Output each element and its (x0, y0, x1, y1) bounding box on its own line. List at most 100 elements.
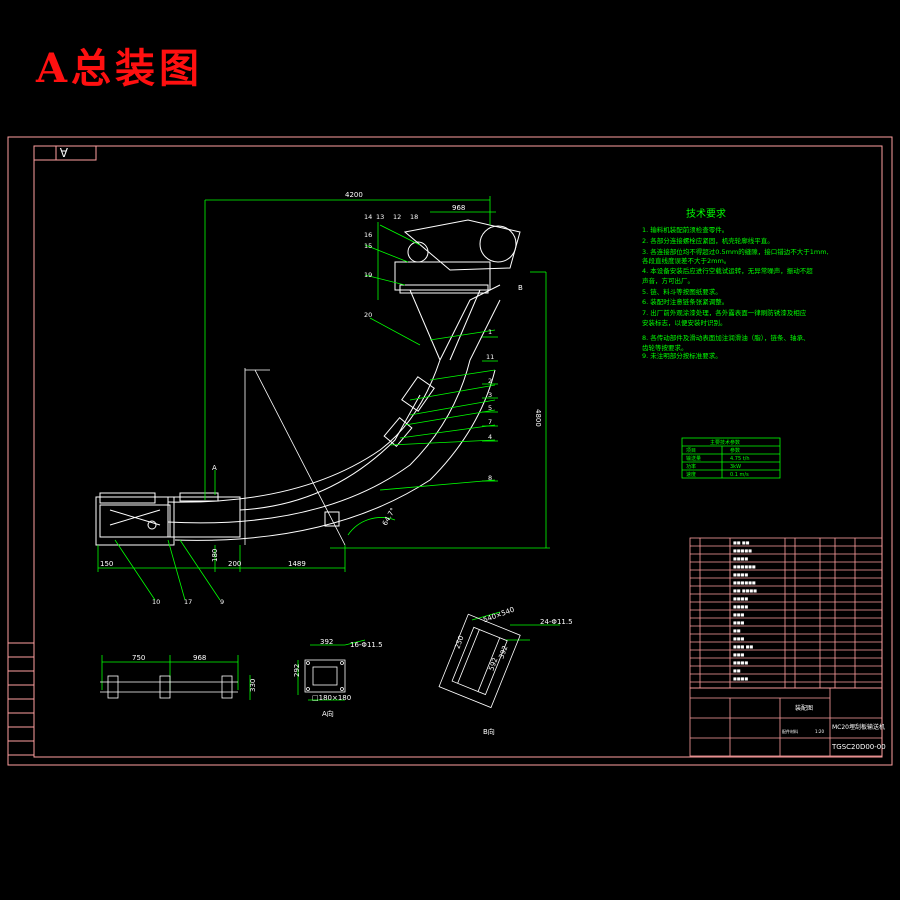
svg-text:速度: 速度 (686, 471, 696, 478)
lower-dim-height: 330 (249, 679, 257, 692)
svg-text:5: 5 (488, 404, 492, 412)
title-block-scale: 1:20 (815, 729, 824, 734)
svg-text:1. 输料机装配前须检查零件。: 1. 输料机装配前须检查零件。 (642, 225, 728, 234)
svg-text:4. 本设备安装后应进行空载试运转，无异常噪声，振动不超: 4. 本设备安装后应进行空载试运转，无异常噪声，振动不超 (642, 266, 813, 275)
svg-text:18: 18 (410, 213, 418, 221)
view-a (304, 659, 346, 693)
svg-text:6. 装配时注意链条张紧调整。: 6. 装配时注意链条张紧调整。 (642, 297, 728, 306)
svg-text:■■■: ■■■ (733, 612, 745, 617)
view-a-height: 292 (293, 664, 301, 677)
svg-text:各段直线度误差不大于2mm。: 各段直线度误差不大于2mm。 (642, 256, 730, 265)
svg-text:3. 各连接部位均不得超过0.5mm的缝隙，接口错边不大于1: 3. 各连接部位均不得超过0.5mm的缝隙，接口错边不大于1mm, (642, 247, 829, 256)
svg-text:■■■: ■■■ (733, 620, 745, 625)
svg-text:0.1 m/s: 0.1 m/s (730, 472, 749, 478)
title-block-number: TGSC20D00-00 (831, 743, 886, 751)
dim-bottom-a: 1489 (288, 560, 306, 568)
svg-text:项目: 项目 (686, 448, 696, 454)
dim-top-width: 968 (452, 204, 465, 212)
svg-text:2. 各部分连接螺栓应紧固，机壳轮廓线平直。: 2. 各部分连接螺栓应紧固，机壳轮廓线平直。 (642, 236, 774, 245)
svg-text:■■ ■■: ■■ ■■ (733, 540, 750, 545)
svg-text:■■■: ■■■ (733, 636, 745, 641)
inner-frame (33, 145, 883, 758)
svg-text:7: 7 (488, 418, 492, 426)
param-table (681, 437, 781, 479)
svg-text:声音，方可出厂。: 声音，方可出厂。 (642, 276, 694, 285)
svg-text:输送量: 输送量 (686, 455, 701, 462)
svg-text:1: 1 (488, 328, 492, 336)
tech-requirements: 技术要求 1. 输料机装配前须检查零件。 2. 各部分连接螺栓应紧固，机壳轮廓线… (642, 207, 829, 360)
svg-text:■■: ■■ (733, 668, 741, 673)
svg-text:19: 19 (364, 271, 372, 279)
svg-text:20: 20 (364, 311, 372, 319)
tech-heading: 技术要求 (686, 207, 726, 220)
svg-text:■■■■: ■■■■ (733, 596, 748, 601)
view-b-label: B向 (483, 727, 495, 736)
view-a-width: 392 (320, 638, 333, 646)
view-a-bolt: 16-Φ11.5 (350, 641, 383, 649)
svg-text:12: 12 (393, 213, 401, 221)
dim-angle: 64.7° (381, 507, 397, 528)
svg-text:7. 出厂前外观涂漆处理，各外露表面一律刷防锈漆及相应: 7. 出厂前外观涂漆处理，各外露表面一律刷防锈漆及相应 (642, 308, 807, 317)
svg-text:13: 13 (376, 213, 384, 221)
dim-bottom-c: 150 (100, 560, 113, 568)
view-b (438, 613, 521, 709)
svg-text:11: 11 (486, 353, 494, 361)
view-b-bolt: 24-Φ11.5 (540, 618, 573, 626)
title-block (689, 687, 883, 757)
view-b-w: 392 (497, 645, 509, 660)
dim-height: 4800 (534, 409, 542, 427)
svg-text:■■■■: ■■■■ (733, 572, 748, 577)
svg-text:2: 2 (488, 377, 492, 385)
svg-text:■■■■■■: ■■■■■■ (733, 580, 756, 585)
svg-text:■■■: ■■■ (733, 652, 745, 657)
tab-label: A (59, 145, 68, 159)
svg-text:8: 8 (488, 474, 492, 482)
dim-side: 180 (211, 549, 219, 562)
svg-text:8. 各传动部件及滑动表面加注润滑油（脂），链条、轴承、: 8. 各传动部件及滑动表面加注润滑油（脂），链条、轴承、 (642, 333, 810, 342)
svg-text:■■■■: ■■■■ (733, 676, 748, 681)
svg-text:■■■■■■: ■■■■■■ (733, 564, 756, 569)
svg-text:9: 9 (220, 598, 224, 606)
tab-box (33, 145, 97, 161)
svg-text:14: 14 (364, 213, 372, 221)
view-a-label: A向 (322, 709, 334, 718)
dimension-lines (97, 196, 560, 701)
parts-list (689, 537, 883, 689)
title-block-assembly: 装配图 (795, 704, 813, 712)
svg-text:■■■■: ■■■■ (733, 660, 748, 665)
svg-text:功率: 功率 (686, 463, 696, 470)
lower-dim-right: 968 (193, 654, 206, 662)
svg-text:A: A (212, 464, 217, 472)
view-a-hole: □180×180 (312, 694, 351, 702)
svg-text:15: 15 (364, 242, 372, 250)
drawing-title: A总装图 (36, 45, 204, 92)
svg-text:16: 16 (364, 231, 372, 239)
parts-list-glyphs: ■■ ■■■■■■■■■■■ ■■■■■■■■■■■■■■■■ ■■ ■■■■■… (733, 540, 757, 681)
svg-text:17: 17 (184, 598, 192, 606)
svg-text:■■: ■■ (733, 628, 741, 633)
revision-table (7, 642, 35, 756)
svg-text:参数: 参数 (730, 447, 740, 454)
svg-text:B: B (518, 284, 523, 292)
outer-frame (7, 136, 893, 766)
svg-text:■■■■: ■■■■ (733, 604, 748, 609)
svg-text:9. 未注明部分按标准要求。: 9. 未注明部分按标准要求。 (642, 351, 722, 360)
svg-text:■■ ■■■■: ■■ ■■■■ (733, 588, 757, 593)
svg-text:3: 3 (488, 391, 492, 399)
svg-text:■■■■■: ■■■■■ (733, 548, 752, 553)
lower-dim-left: 750 (132, 654, 145, 662)
lower-left-view (100, 675, 238, 699)
title-block-name: MC20埋刮板输送机 (832, 723, 885, 731)
conveyor-body (95, 219, 521, 546)
param-title: 主要技术参数 (710, 439, 740, 446)
svg-text:4: 4 (488, 433, 492, 441)
svg-text:10: 10 (152, 598, 160, 606)
dim-overall-width: 4200 (345, 191, 363, 199)
part-balloons: 14 13 12 18 16 15 19 20 1 11 2 3 5 7 4 8… (152, 213, 523, 606)
svg-text:3kW: 3kW (730, 464, 741, 470)
svg-text:■■■■: ■■■■ (733, 556, 748, 561)
svg-text:安装标志，以便安装时识别。: 安装标志，以便安装时识别。 (642, 318, 727, 327)
dim-bottom-b: 200 (228, 560, 241, 568)
svg-text:5. 链、料斗等按图纸要求。: 5. 链、料斗等按图纸要求。 (642, 287, 722, 296)
